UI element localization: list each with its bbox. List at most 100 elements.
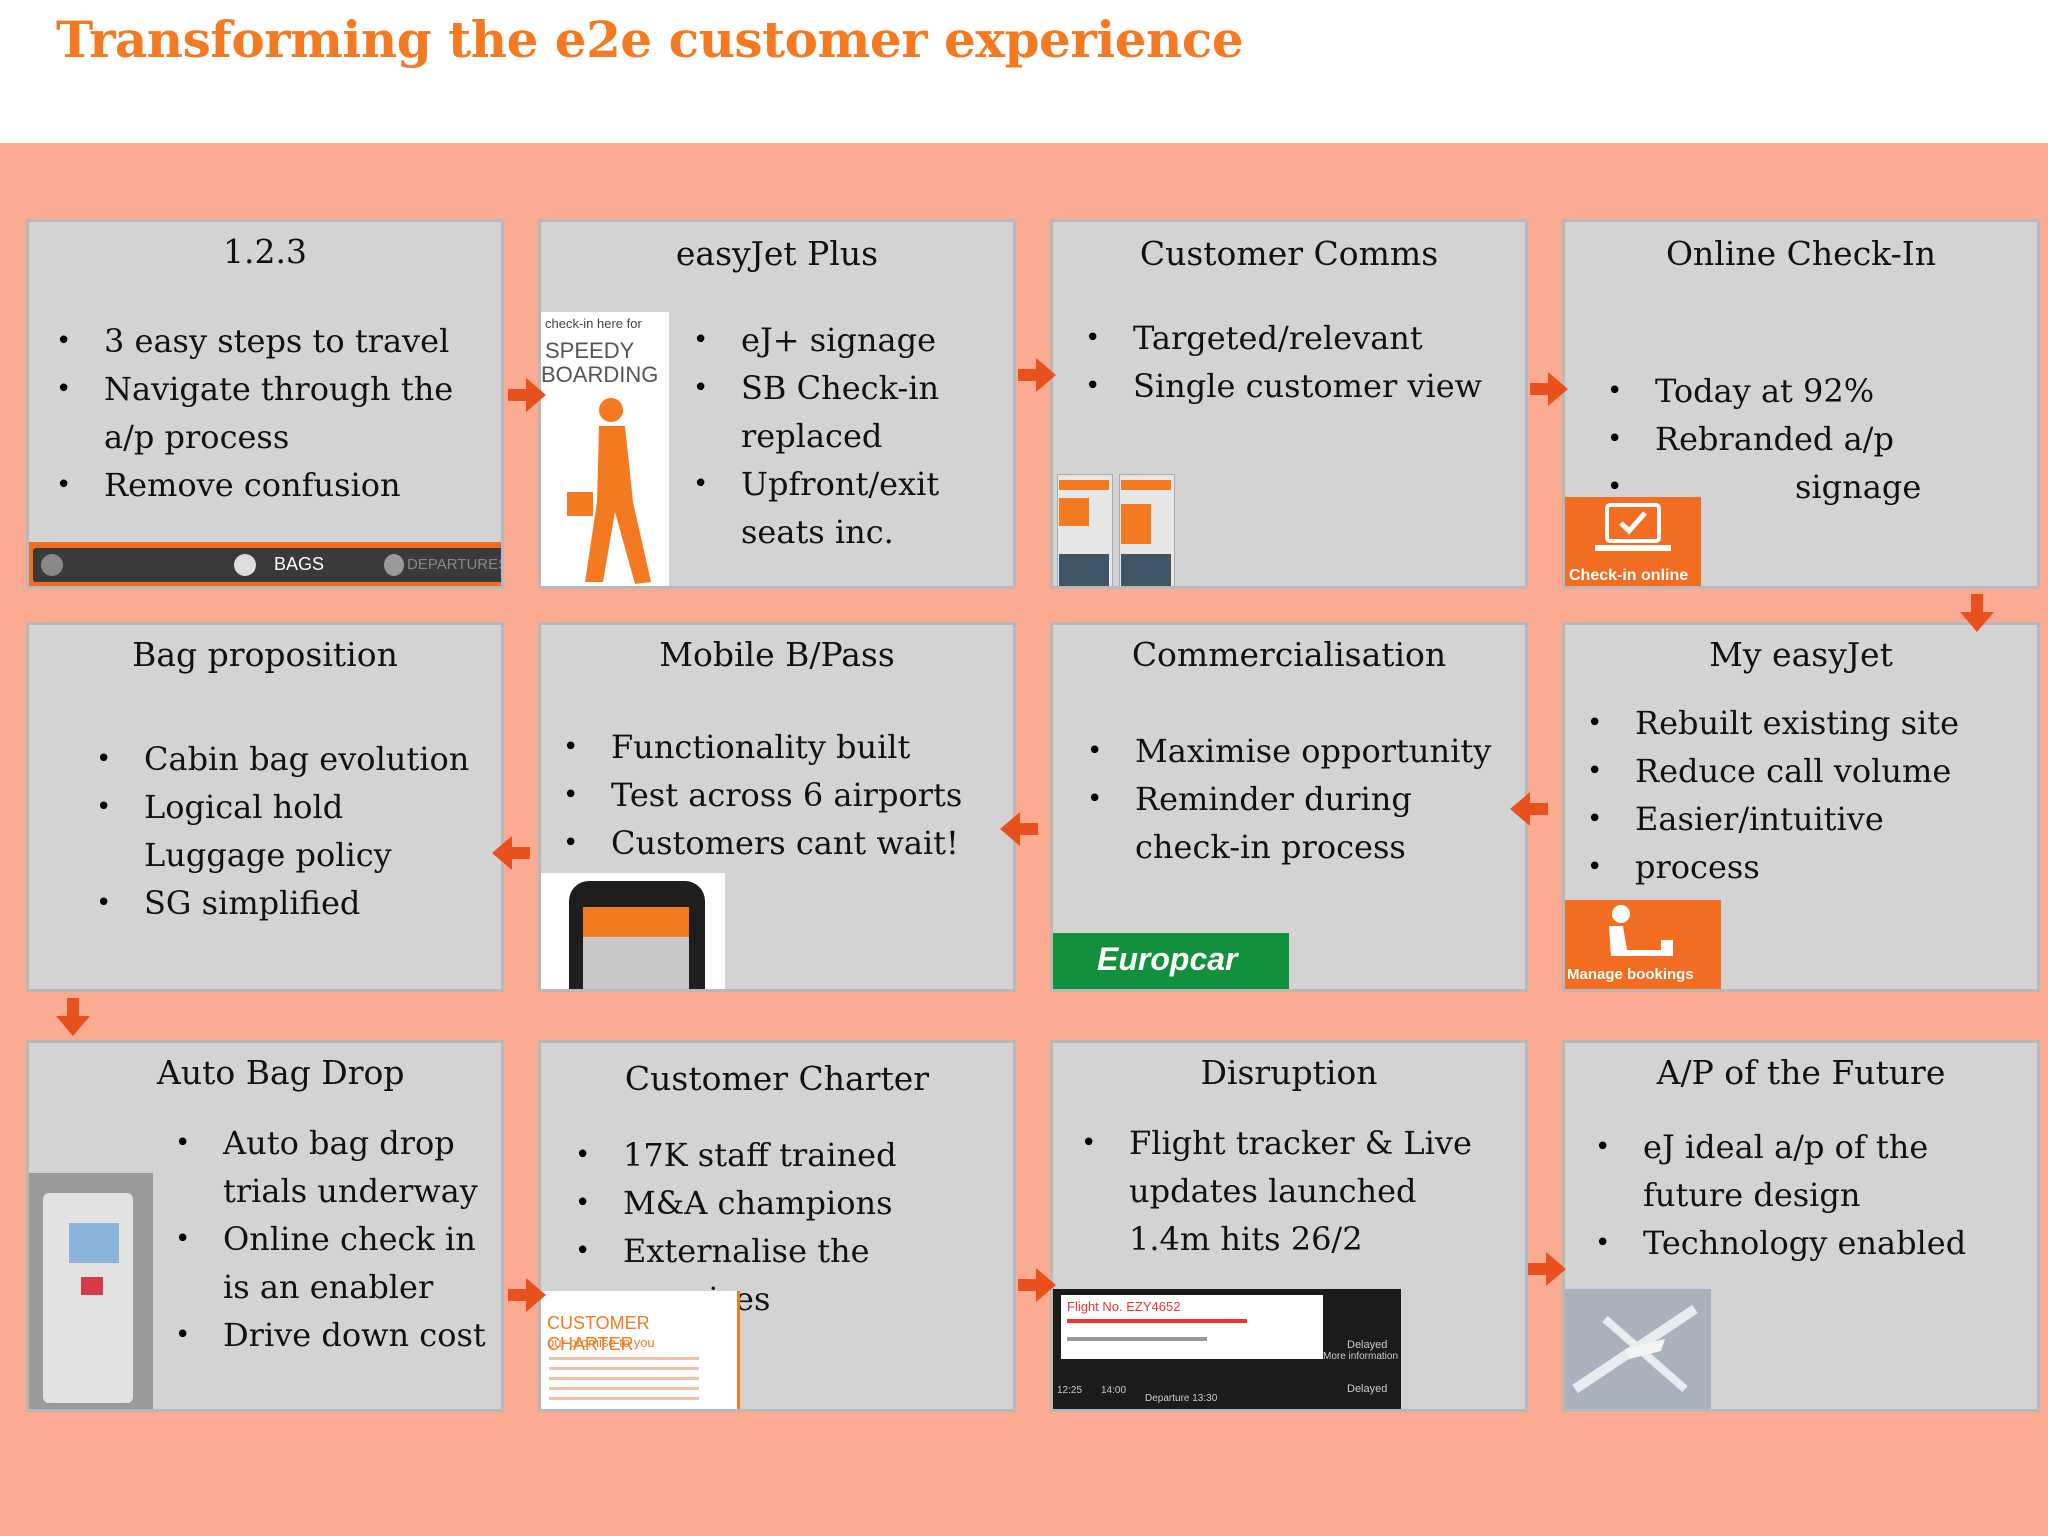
bullet-item: 3 easy steps to travel: [56, 317, 501, 365]
bullet-item: process: [1587, 843, 2035, 891]
flight-tracker-image: Flight No. EZY4652 Delayed More informat…: [1053, 1289, 1401, 1409]
card-customer-comms: Customer Comms Targeted/relevant Single …: [1050, 219, 1528, 589]
bullet-item: Targeted/relevant: [1085, 314, 1523, 362]
manage-bookings-caption: Manage bookings: [1567, 966, 1694, 983]
arrow-right-icon: [1530, 372, 1568, 406]
charter-document-image: CUSTOMER CHARTER our promise to you: [541, 1291, 740, 1409]
bullet-item: Navigate through the a/p process: [56, 365, 501, 461]
card-easyjet-plus: easyJet Plus eJ+ signage SB Check-in rep…: [538, 219, 1016, 589]
card-title: Mobile B/Pass: [659, 635, 895, 674]
card-title: Auto Bag Drop: [157, 1053, 405, 1092]
bullet-item: M&A champions: [575, 1179, 1003, 1227]
card-bullets: eJ+ signage SB Check-in replaced Upfront…: [693, 316, 1011, 556]
bullet-item: Technology enabled: [1595, 1219, 2037, 1267]
bullet-item: Single customer view: [1085, 362, 1523, 410]
step-departures-label: DEPARTURES: [407, 556, 504, 573]
flight-time-label-2: 14:00: [1101, 1385, 1127, 1396]
bullet-item: 17K staff trained: [575, 1131, 1003, 1179]
bullet-item: Test across 6 airports: [563, 771, 1011, 819]
arrow-left-icon: [492, 836, 530, 870]
card-customer-charter: Customer Charter 17K staff trained M&A c…: [538, 1040, 1016, 1412]
bullet-item: Cabin bag evolution: [96, 735, 484, 783]
bag-drop-kiosk-image: [29, 1173, 153, 1409]
bullet-item: Maximise opportunity: [1087, 727, 1525, 775]
card-online-checkin: Online Check-In Today at 92% Rebranded a…: [1562, 219, 2040, 589]
arrow-left-icon: [1510, 792, 1548, 826]
speedy-line-2: BOARDING: [541, 362, 659, 387]
europcar-logo: Europcar: [1053, 933, 1289, 989]
card-bullets: Functionality built Test across 6 airpor…: [563, 723, 1011, 867]
card-title: Customer Comms: [1139, 234, 1439, 273]
arrow-right-icon: [1018, 1268, 1056, 1302]
arrow-right-icon: [1528, 1252, 1566, 1286]
bullet-item: Rebuilt existing site: [1587, 699, 2035, 747]
card-title: easyJet Plus: [675, 234, 879, 273]
flight-status-label: Delayed: [1347, 1339, 1388, 1351]
bullet-item: Auto bag drop trials underway: [175, 1119, 501, 1215]
speedy-boarding-image: check-in here for SPEEDY BOARDING: [541, 312, 669, 586]
card-disruption: Disruption Flight tracker & Live updates…: [1050, 1040, 1528, 1412]
flight-status-label-2: Delayed: [1347, 1383, 1388, 1395]
bullet-item: Customers cant wait!: [563, 819, 1011, 867]
page-title: Transforming the e2e customer experience: [56, 10, 1244, 69]
card-title: Customer Charter: [624, 1059, 930, 1098]
arrow-down-icon: [56, 998, 90, 1036]
bullet-item: Online check in is an enabler: [175, 1215, 501, 1311]
card-title: Commercialisation: [1131, 635, 1447, 674]
card-bullets: Cabin bag evolution Logical hold Luggage…: [96, 735, 484, 927]
charter-doc-subtitle: our promise to you: [547, 1335, 655, 1350]
card-bullets: Targeted/relevant Single customer view: [1085, 314, 1523, 410]
card-bullets: Flight tracker & Live updates launched 1…: [1081, 1119, 1489, 1263]
card-my-easyjet: My easyJet Rebuilt existing site Reduce …: [1562, 622, 2040, 992]
card-title: My easyJet: [1709, 635, 1893, 674]
card-title: A/P of the Future: [1656, 1053, 1946, 1092]
flight-sub-label: Departure 13:30: [1145, 1393, 1218, 1404]
bullet-item: eJ+ signage: [693, 316, 1011, 364]
bullet-item-continued: signage: [1607, 463, 2035, 511]
bullet-item: Today at 92%: [1607, 367, 2035, 415]
card-bullets: eJ ideal a/p of the future design Techno…: [1595, 1123, 2037, 1267]
card-bullets: 17K staff trained M&A champions External…: [575, 1131, 1003, 1323]
card-123: 1.2.3 3 easy steps to travel Navigate th…: [26, 219, 504, 589]
bullet-item: Functionality built: [563, 723, 1011, 771]
bullet-item: Remove confusion: [56, 461, 501, 509]
flight-time-label: 12:25: [1057, 1385, 1083, 1396]
steps-bar-image: BAGS DEPARTURES: [29, 542, 504, 586]
bullet-item: Logical hold Luggage policy: [96, 783, 484, 879]
card-bag-proposition: Bag proposition Cabin bag evolution Logi…: [26, 622, 504, 992]
bullet-item: Easier/intuitive: [1587, 795, 2035, 843]
card-title: Disruption: [1200, 1053, 1378, 1092]
flight-number-label: Flight No. EZY4652: [1067, 1299, 1181, 1314]
bullet-item: eJ ideal a/p of the future design: [1595, 1123, 2037, 1219]
card-mobile-bpass: Mobile B/Pass Functionality built Test a…: [538, 622, 1016, 992]
card-bullets: 3 easy steps to travel Navigate through …: [56, 317, 501, 509]
step-bags-label: BAGS: [274, 554, 325, 574]
laptop-check-icon: [1595, 503, 1671, 551]
arrow-down-icon: [1960, 594, 1994, 632]
person-laptop-icon: [1609, 905, 1673, 956]
bullet-item: SB Check-in replaced: [693, 364, 1011, 460]
checkin-online-image: Check-in online: [1565, 497, 1701, 586]
bullet-item: Reduce call volume: [1587, 747, 2035, 795]
airport-aerial-image: [1565, 1289, 1711, 1409]
bullet-item: Upfront/exit seats inc.: [693, 460, 1011, 556]
card-title: Bag proposition: [132, 635, 398, 674]
europcar-wordmark: Europcar: [1097, 941, 1238, 977]
mobile-phone-image: [541, 873, 725, 989]
card-bullets: Today at 92% Rebranded a/p signage: [1607, 367, 2035, 511]
card-bullets: Rebuilt existing site Reduce call volume…: [1587, 699, 2035, 891]
arrow-left-icon: [1000, 812, 1038, 846]
walking-man-icon: [567, 398, 651, 584]
card-auto-bag-drop: Auto Bag Drop Auto bag drop trials under…: [26, 1040, 504, 1412]
arrow-right-icon: [508, 1278, 546, 1312]
speedy-caption: check-in here for: [545, 316, 642, 331]
bullet-item: SG simplified: [96, 879, 484, 927]
card-title: Online Check-In: [1665, 234, 1937, 273]
bullet-item: Rebranded a/p: [1607, 415, 2035, 463]
bullet-item: Flight tracker & Live updates launched 1…: [1081, 1119, 1489, 1263]
checkin-online-caption: Check-in online: [1569, 567, 1689, 584]
bullet-item: Reminder during check-in process: [1087, 775, 1525, 871]
card-title: 1.2.3: [223, 232, 307, 271]
speedy-line-1: SPEEDY: [545, 338, 635, 363]
arrow-right-icon: [1018, 358, 1056, 392]
